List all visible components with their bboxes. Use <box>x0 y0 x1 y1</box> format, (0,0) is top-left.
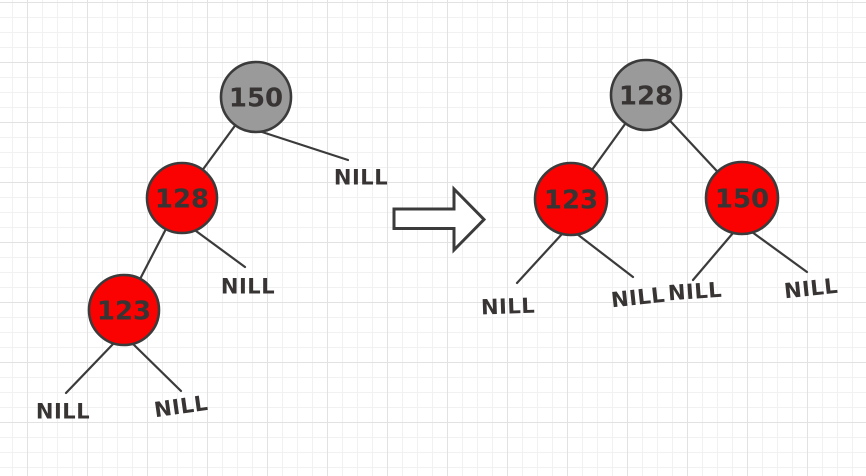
before-tree-edge-4 <box>64 341 116 395</box>
node-value-label: 128 <box>155 184 209 214</box>
before-tree-node-123: 123 <box>87 273 161 347</box>
after-tree-node-128: 128 <box>609 58 683 132</box>
node-value-label: 128 <box>619 81 673 111</box>
node-value-label: 150 <box>229 83 283 113</box>
red-node-circle <box>145 161 219 235</box>
before-tree-edge-3 <box>194 229 247 269</box>
node-value-label: 150 <box>715 184 769 214</box>
before-tree-node-128: 128 <box>145 161 219 235</box>
after-tree-nil-label-2: NILL <box>667 278 723 306</box>
before-tree-nil-label-0: NILL <box>334 166 388 190</box>
after-tree-node-150: 150 <box>704 160 780 236</box>
red-node-circle <box>87 273 161 347</box>
before-tree-nil-label-3: NILL <box>153 391 210 422</box>
after-tree-edge-4 <box>691 231 735 282</box>
after-tree-node-123: 123 <box>533 161 609 237</box>
after-tree-edge-5 <box>750 230 809 274</box>
before-tree-edge-5 <box>129 340 183 393</box>
after-tree-nil-label-1: NILL <box>610 283 666 313</box>
red-node-circle <box>533 161 609 237</box>
after-tree-nil-label-3: NILL <box>783 274 839 304</box>
before-tree-nil-label-2: NILL <box>36 400 90 424</box>
after-tree-edge-3 <box>575 232 635 279</box>
black-node-circle <box>609 58 683 132</box>
node-value-label: 123 <box>97 296 151 326</box>
black-node-circle <box>219 60 293 134</box>
node-value-label: 123 <box>544 185 598 215</box>
after-tree-edge-2 <box>515 232 564 285</box>
after-tree-nil-label-0: NILL <box>481 294 536 320</box>
before-tree-node-150: 150 <box>219 60 293 134</box>
before-tree-edge-1 <box>257 129 350 162</box>
red-node-circle <box>704 160 780 236</box>
right-arrow-icon <box>392 185 487 254</box>
before-tree-nil-label-1: NILL <box>221 275 275 299</box>
